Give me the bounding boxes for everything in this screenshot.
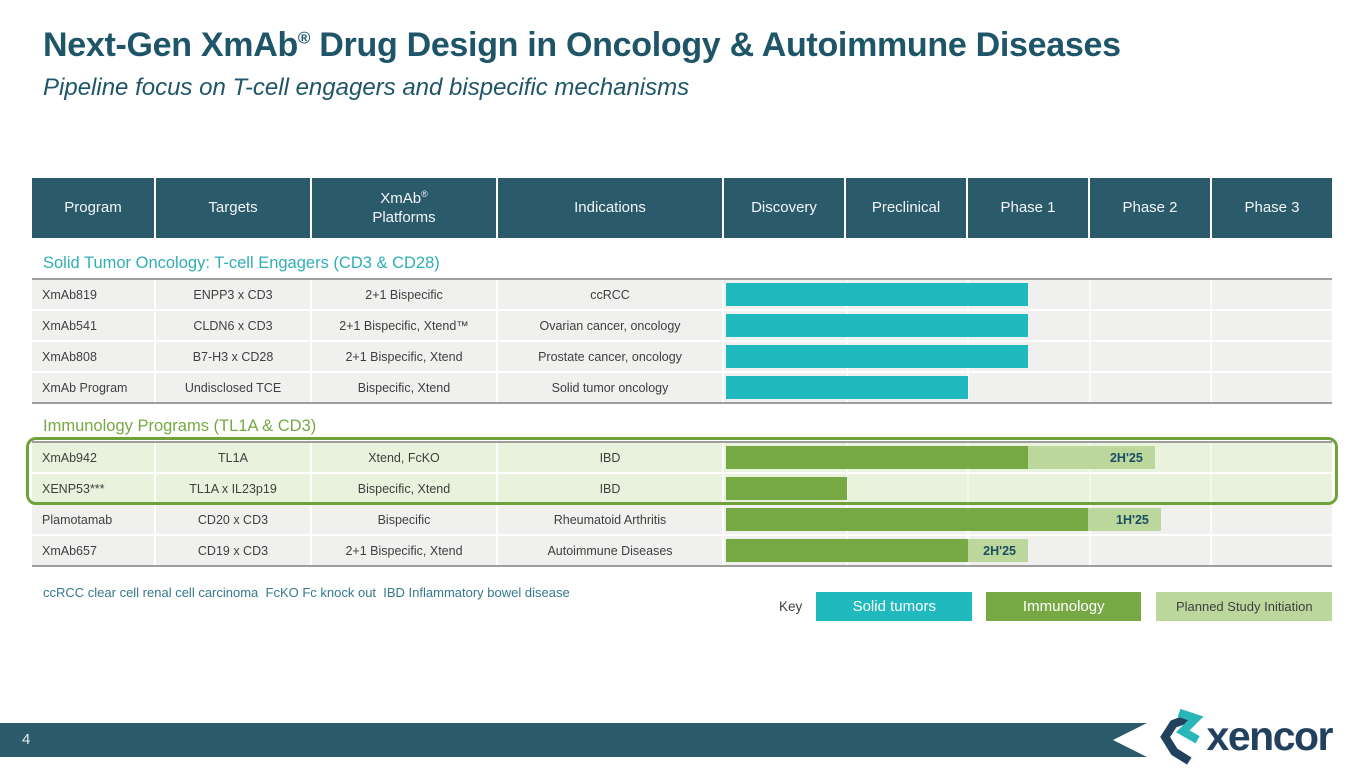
planned-label: 1H'25 [1116, 512, 1149, 527]
indications-cell: IBD [498, 443, 722, 472]
pipeline-track: 2H'25 [724, 536, 1332, 565]
registered-mark: ® [297, 28, 311, 48]
targets-cell: ENPP3 x CD3 [156, 280, 310, 309]
table-row-plamotamab: Plamotamab CD20 x CD3 Bispecific Rheumat… [32, 505, 1332, 534]
targets-cell: CD20 x CD3 [156, 505, 310, 534]
column-header-indications: Indications [498, 178, 722, 238]
program-cell: XmAb808 [32, 342, 154, 371]
targets-cell: TL1A [156, 443, 310, 472]
progress-bar [726, 539, 968, 562]
page-number: 4 [22, 731, 31, 748]
pipeline-track: 1H'25 [724, 505, 1332, 534]
title-text: Next-Gen XmAb [43, 26, 298, 64]
pipeline-track [724, 311, 1332, 340]
targets-cell: CD19 x CD3 [156, 536, 310, 565]
table-row-xenp53: XENP53*** TL1A x IL23p19 Bispecific, Xte… [32, 474, 1332, 503]
planned-bar: 2H'25 [1028, 446, 1155, 469]
program-cell: XmAb657 [32, 536, 154, 565]
legend: Key Solid tumors Immunology Planned Stud… [779, 592, 1333, 621]
table-header-row: Program Targets XmAb®Platforms Indicatio… [32, 178, 1332, 238]
platforms-cell: Bispecific [312, 505, 496, 534]
title-text-2: Drug Design in Oncology & Autoimmune Dis… [310, 26, 1121, 64]
indications-cell: Autoimmune Diseases [498, 536, 722, 565]
platforms-cell: Bispecific, Xtend [312, 474, 496, 503]
targets-cell: TL1A x IL23p19 [156, 474, 310, 503]
indications-cell: IBD [498, 474, 722, 503]
platforms-cell: Xtend, FcKO [312, 443, 496, 472]
targets-cell: Undisclosed TCE [156, 373, 310, 402]
indications-cell: Prostate cancer, oncology [498, 342, 722, 371]
program-cell: XENP53*** [32, 474, 154, 503]
table-row-xmab819: XmAb819 ENPP3 x CD3 2+1 Bispecific ccRCC [32, 280, 1332, 309]
table-row-xmab541: XmAb541 CLDN6 x CD3 2+1 Bispecific, Xten… [32, 311, 1332, 340]
pipeline-track [724, 280, 1332, 309]
xencor-logo-text: xencor [1206, 712, 1334, 759]
progress-bar [726, 446, 1028, 469]
indications-cell: Solid tumor oncology [498, 373, 722, 402]
xencor-logo-mark [1159, 708, 1204, 765]
xencor-logo: xencor [1154, 706, 1334, 766]
column-header-preclinical: Preclinical [846, 178, 966, 238]
platforms-cell: 2+1 Bispecific [312, 280, 496, 309]
pipeline-track [724, 474, 1332, 503]
platforms-cell: 2+1 Bispecific, Xtend™ [312, 311, 496, 340]
solid-tumor-section: XmAb819 ENPP3 x CD3 2+1 Bispecific ccRCC… [32, 278, 1332, 404]
legend-solid-tumors: Solid tumors [816, 592, 973, 621]
column-header-targets: Targets [156, 178, 310, 238]
footer-ribbon [0, 723, 1147, 757]
platforms-cell: 2+1 Bispecific, Xtend [312, 342, 496, 371]
indications-cell: Ovarian cancer, oncology [498, 311, 722, 340]
column-header-platforms: XmAb®Platforms [312, 178, 496, 238]
indications-cell: Rheumatoid Arthritis [498, 505, 722, 534]
table-row-xmab657: XmAb657 CD19 x CD3 2+1 Bispecific, Xtend… [32, 536, 1332, 565]
program-cell: XmAb Program [32, 373, 154, 402]
progress-bar [726, 508, 1089, 531]
abbreviations-footnote: ccRCC clear cell renal cell carcinoma Fc… [43, 585, 570, 600]
pipeline-track [724, 342, 1332, 371]
program-cell: XmAb819 [32, 280, 154, 309]
table-row-xmab942: XmAb942 TL1A Xtend, FcKO IBD 2H'25 [32, 443, 1332, 472]
program-cell: XmAb541 [32, 311, 154, 340]
column-header-phase2: Phase 2 [1090, 178, 1210, 238]
section-heading-immunology: Immunology Programs (TL1A & CD3) [43, 417, 317, 435]
platforms-cell: 2+1 Bispecific, Xtend [312, 536, 496, 565]
program-cell: Plamotamab [32, 505, 154, 534]
program-cell: XmAb942 [32, 443, 154, 472]
legend-planned-study-initiation: Planned Study Initiation [1156, 592, 1333, 621]
page-subtitle: Pipeline focus on T-cell engagers and bi… [43, 74, 690, 101]
column-header-phase1: Phase 1 [968, 178, 1088, 238]
table-row-xmab808: XmAb808 B7-H3 x CD28 2+1 Bispecific, Xte… [32, 342, 1332, 371]
planned-bar: 2H'25 [967, 539, 1028, 562]
progress-bar [726, 345, 1028, 368]
planned-bar: 1H'25 [1088, 508, 1161, 531]
planned-label: 2H'25 [1109, 450, 1143, 465]
progress-bar [726, 376, 968, 399]
column-header-discovery: Discovery [724, 178, 844, 238]
progress-bar [726, 283, 1028, 306]
page-title: Next-Gen XmAb® Drug Design in Oncology &… [43, 26, 1121, 65]
progress-bar [726, 477, 847, 500]
progress-bar [726, 314, 1028, 337]
table-row-xmab-program: XmAb Program Undisclosed TCE Bispecific,… [32, 373, 1332, 402]
targets-cell: CLDN6 x CD3 [156, 311, 310, 340]
column-header-program: Program [32, 178, 154, 238]
platforms-cell: Bispecific, Xtend [312, 373, 496, 402]
pipeline-track [724, 373, 1332, 402]
planned-label: 2H'25 [983, 543, 1016, 558]
legend-title: Key [779, 599, 803, 614]
indications-cell: ccRCC [498, 280, 722, 309]
immunology-section: XmAb942 TL1A Xtend, FcKO IBD 2H'25 XENP5… [32, 441, 1332, 567]
targets-cell: B7-H3 x CD28 [156, 342, 310, 371]
section-heading-solid-tumor: Solid Tumor Oncology: T-cell Engagers (C… [43, 254, 440, 272]
column-header-phase3: Phase 3 [1212, 178, 1332, 238]
legend-immunology: Immunology [986, 592, 1142, 621]
pipeline-track: 2H'25 [724, 443, 1332, 472]
